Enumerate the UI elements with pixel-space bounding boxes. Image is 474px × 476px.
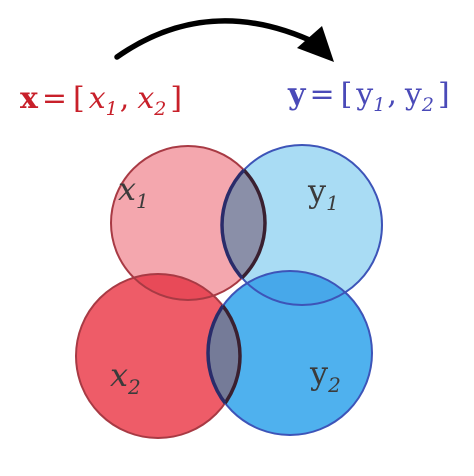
circle-x2-label: x2	[110, 356, 141, 399]
x-first-var: x	[89, 81, 106, 116]
y-first-sub: 1	[373, 94, 385, 116]
circle-x1	[111, 146, 265, 300]
curved-arrow-icon	[114, 18, 334, 62]
x-second-sub: 2	[153, 98, 166, 120]
circle-y2	[208, 271, 372, 435]
y-second-sub: 2	[421, 94, 434, 116]
circle-x1-sub: 1	[136, 189, 149, 213]
circle-x2	[76, 274, 240, 438]
circle-x1-label: x1	[118, 170, 149, 213]
y-vector-symbol: y	[287, 77, 307, 112]
circle-y1-label: y1	[307, 172, 339, 215]
circle-y1	[222, 145, 382, 305]
circle-x1-var: x	[118, 170, 136, 208]
circle-y2-sub: 2	[327, 373, 341, 397]
x-vector-symbol: x	[20, 81, 39, 116]
circle-y2-label: y2	[309, 354, 341, 397]
circle-x2-var: x	[110, 356, 128, 394]
y-second-var: y	[404, 77, 422, 112]
x-first-sub: 1	[106, 98, 118, 120]
x-open-bracket: [	[73, 81, 85, 116]
x-second-var: x	[137, 81, 154, 116]
y-equals: =	[309, 77, 334, 112]
x-comma: ,	[120, 81, 130, 116]
circle-y1-sub: 1	[326, 191, 339, 215]
circle-y2-var: y	[309, 354, 328, 392]
circle-x2-sub: 2	[127, 375, 141, 399]
x-equals: =	[42, 81, 67, 116]
x-vector-label: x=[x1,x2]	[20, 81, 182, 120]
circle-y1-var: y	[307, 172, 326, 210]
y-comma: ,	[387, 77, 397, 112]
y-close-bracket: ]	[438, 77, 450, 112]
x-close-bracket: ]	[170, 81, 182, 116]
y-vector-label: y=[y1,y2]	[287, 77, 450, 116]
y-first-var: y	[355, 77, 373, 112]
y-open-bracket: [	[341, 77, 353, 112]
